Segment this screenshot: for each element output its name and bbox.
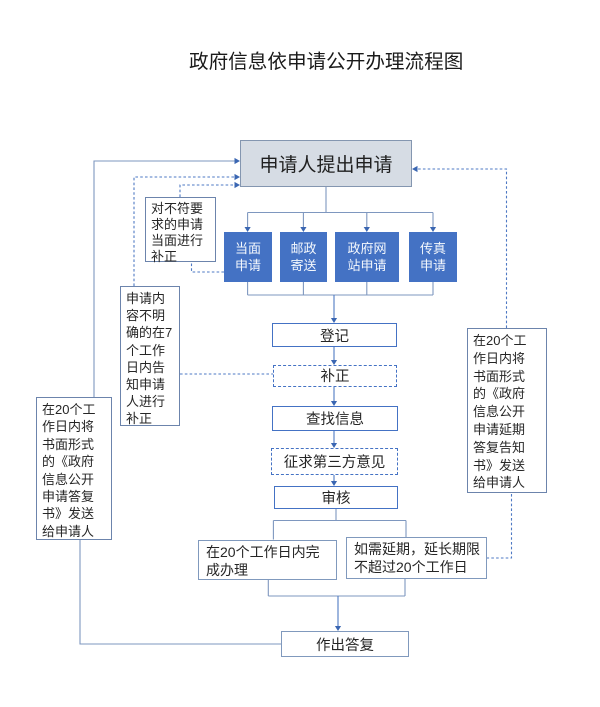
step-box-search: 查找信息 (272, 406, 398, 431)
arrow-into-search (330, 401, 338, 406)
outcome-box-complete: 在20个工作日内完 成办理 (198, 539, 337, 580)
note-box-unclear-content: 申请内 容不明 确的在7 个工作 日内告 知申请 人进行 补正 (120, 286, 180, 426)
channel-box-mail: 邮政 寄送 (280, 232, 327, 282)
channel-box-inperson: 当面 申请 (224, 232, 272, 282)
line-reply-feedback-low (79, 540, 281, 645)
arrow-into-register (330, 318, 338, 323)
arrow-into-website (363, 227, 370, 232)
note-box-onspot-correction: 对不符要 求的申请 当面进行 补正 (145, 197, 216, 264)
step-box-review: 审核 (274, 486, 398, 509)
start-box: 申请人提出申请 (240, 140, 412, 187)
dash-delay-to-note4 (486, 492, 513, 559)
arrow-into-start-right (412, 165, 418, 173)
step-arrows (333, 295, 339, 627)
arrow-into-inperson (244, 227, 251, 232)
arrow-into-start-solid (234, 157, 240, 165)
page-title: 政府信息依申请公开办理流程图 (189, 51, 464, 73)
arrow-into-review (330, 481, 338, 486)
arrow-into-correct (330, 360, 338, 365)
routing-lines (79, 160, 434, 645)
reply-box: 作出答复 (281, 631, 409, 657)
line-reply-feedback-high (93, 160, 236, 397)
arrow-into-start-dash2 (234, 181, 240, 189)
arrow-into-thirdparty (330, 443, 338, 448)
dash-note1-to-start (179, 184, 236, 197)
channel-box-fax: 传真 申请 (409, 232, 457, 282)
arrow-into-mail (300, 227, 307, 232)
arrow-into-fax (429, 227, 437, 232)
outcome-box-delay: 如需延期，延长期限 不超过20个工作日 (346, 537, 487, 579)
arrow-into-reply (334, 626, 342, 631)
dashed-lines (133, 168, 513, 559)
dash-note4-to-start (416, 168, 508, 328)
step-box-register: 登记 (272, 323, 397, 347)
step-box-correct: 补正 (273, 364, 397, 387)
channel-box-website: 政府网 站申请 (335, 232, 399, 282)
arrowheads (234, 157, 437, 631)
dash-inperson-to-note1 (190, 262, 224, 273)
note-box-reply-letter: 在20个工 作日内将 书面形式 的《政府 信息公开 申请答复 书》发送 给申请人 (36, 397, 112, 540)
note-box-delay-letter: 在20个工 作日内将 书面形式 的《政府 信息公开 申请延期 答复告知 书》发送… (467, 328, 547, 493)
arrow-into-start-dash1 (234, 173, 240, 181)
step-box-thirdparty: 征求第三方意见 (271, 448, 398, 475)
